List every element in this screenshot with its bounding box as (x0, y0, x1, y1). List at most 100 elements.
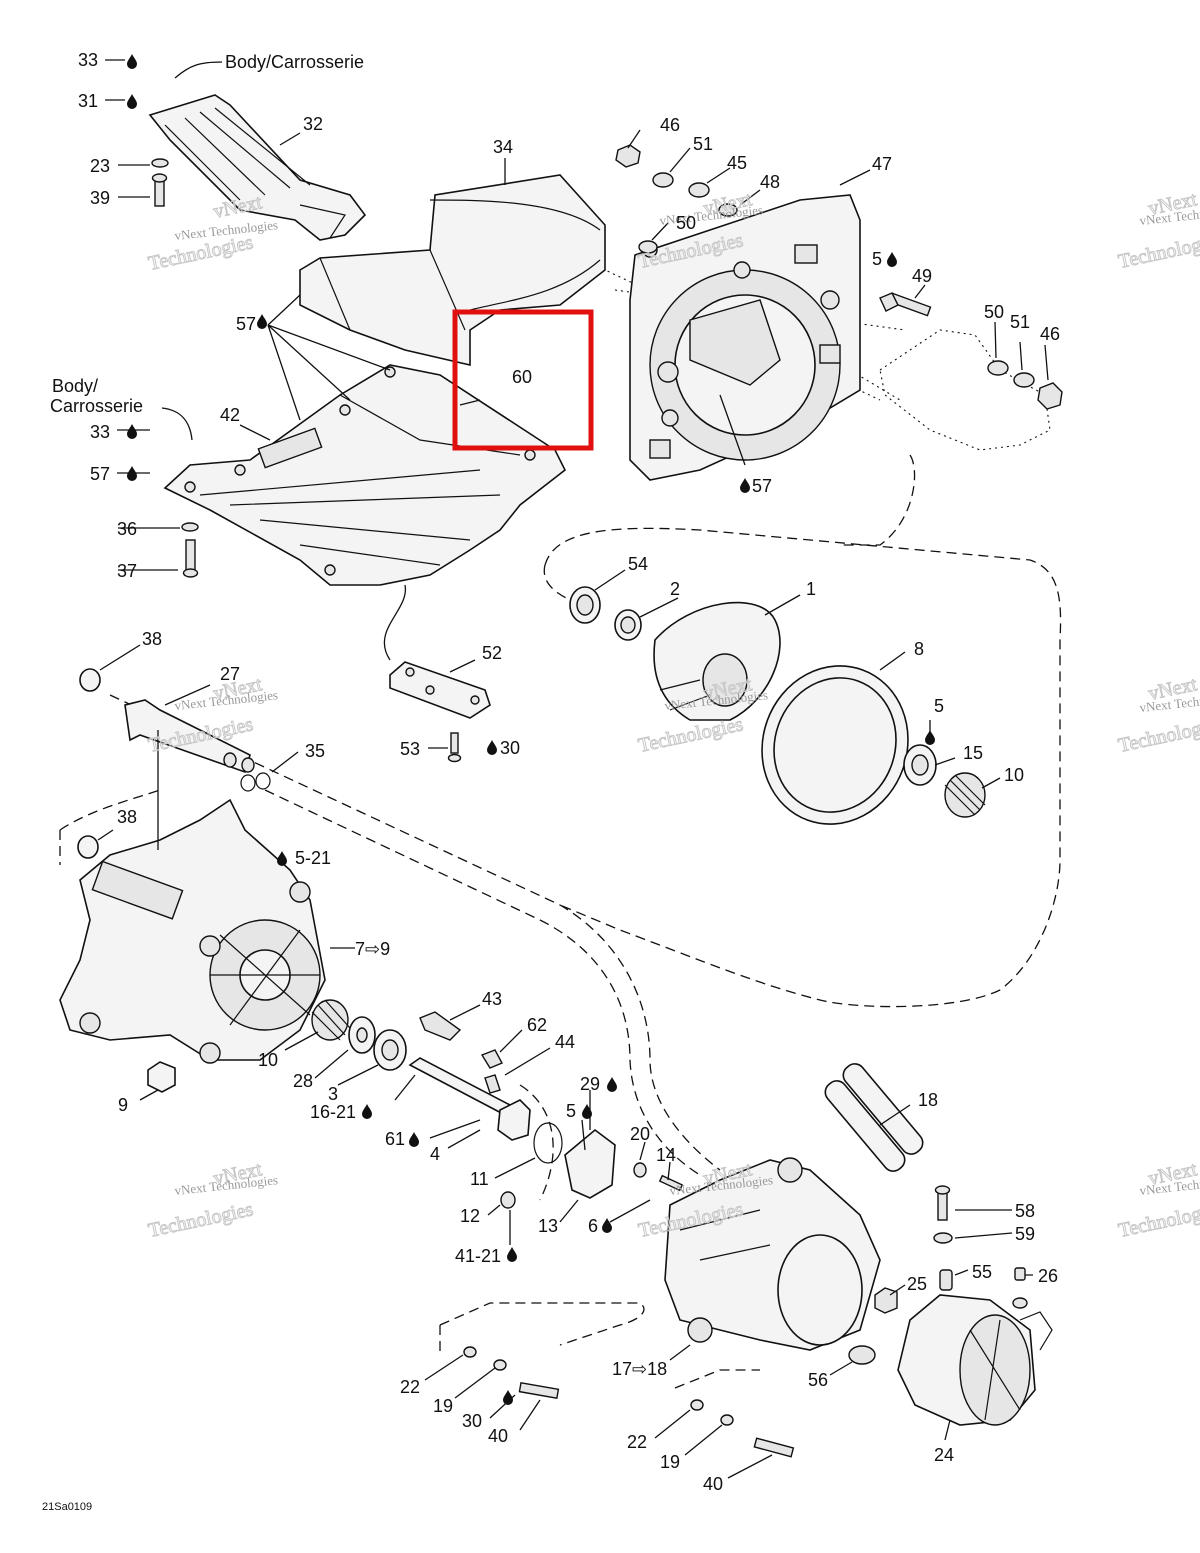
svg-text:Technologies: Technologies (1116, 229, 1200, 273)
callout-50[interactable]: 50 (984, 302, 1004, 322)
callout-33[interactable]: 33 (90, 422, 110, 442)
part-24-nozzle (897, 1294, 1053, 1426)
callout-55[interactable]: 55 (972, 1262, 992, 1282)
callout-15[interactable]: 15 (963, 743, 983, 763)
callout-48[interactable]: 48 (760, 172, 780, 192)
callout-14[interactable]: 14 (656, 1145, 676, 1165)
callout-40[interactable]: 40 (488, 1426, 508, 1446)
callout-37[interactable]: 37 (117, 561, 137, 581)
callout-52[interactable]: 52 (482, 643, 502, 663)
callout-16-21[interactable]: 16-21 (310, 1102, 356, 1122)
callout-12[interactable]: 12 (460, 1206, 480, 1226)
callout-30[interactable]: 30 (462, 1411, 482, 1431)
callout-34[interactable]: 34 (493, 137, 513, 157)
callout-39[interactable]: 39 (90, 188, 110, 208)
callout-23[interactable]: 23 (90, 156, 110, 176)
callout-46[interactable]: 46 (660, 115, 680, 135)
drop-icon (925, 730, 935, 745)
callout-44[interactable]: 44 (555, 1032, 575, 1052)
callout-10[interactable]: 10 (1004, 765, 1024, 785)
drop-icon (487, 740, 497, 755)
callout-51[interactable]: 51 (1010, 312, 1030, 332)
highlight-box-part-60[interactable] (452, 309, 594, 451)
callout-38[interactable]: 38 (142, 629, 162, 649)
callout-5[interactable]: 5 (872, 249, 882, 269)
callout-57[interactable]: 57 (236, 314, 256, 334)
drop-icon (127, 424, 137, 439)
callout-5-21[interactable]: 5-21 (295, 848, 331, 868)
callout-4[interactable]: 4 (430, 1144, 440, 1164)
lubrication-drops (127, 54, 935, 1405)
callout-60[interactable]: 60 (512, 367, 532, 387)
part-42-plate (163, 364, 567, 586)
callout-17-18[interactable]: 17⇨18 (612, 1359, 667, 1379)
callout-61[interactable]: 61 (385, 1129, 405, 1149)
callout-41-21[interactable]: 41-21 (455, 1246, 501, 1266)
drop-icon (277, 851, 287, 866)
callout-56[interactable]: 56 (808, 1370, 828, 1390)
callout-5[interactable]: 5 (934, 696, 944, 716)
callout-7-9[interactable]: 7⇨9 (355, 939, 390, 959)
body-label-mid-2: Carrosserie (50, 396, 143, 416)
callout-9[interactable]: 9 (118, 1095, 128, 1115)
callout-33[interactable]: 33 (78, 50, 98, 70)
callout-59[interactable]: 59 (1015, 1224, 1035, 1244)
callout-49[interactable]: 49 (912, 266, 932, 286)
callout-42[interactable]: 42 (220, 405, 240, 425)
callout-58[interactable]: 58 (1015, 1201, 1035, 1221)
callout-38[interactable]: 38 (117, 807, 137, 827)
callout-19[interactable]: 19 (433, 1396, 453, 1416)
callout-1[interactable]: 1 (806, 579, 816, 599)
callout-51[interactable]: 51 (693, 134, 713, 154)
callout-22[interactable]: 22 (627, 1432, 647, 1452)
callout-32[interactable]: 32 (303, 114, 323, 134)
callout-45[interactable]: 45 (727, 153, 747, 173)
part-55-grease (939, 1269, 953, 1291)
screw-53 (447, 732, 462, 763)
part-17-venturi (664, 1157, 881, 1351)
callout-27[interactable]: 27 (220, 664, 240, 684)
callout-57[interactable]: 57 (752, 476, 772, 496)
callout-54[interactable]: 54 (628, 554, 648, 574)
part-28-washer (348, 1016, 376, 1054)
svg-text:Technologies: Technologies (1116, 713, 1200, 757)
part-10-bearing-left (311, 999, 351, 1041)
callout-35[interactable]: 35 (305, 741, 325, 761)
callout-13[interactable]: 13 (538, 1216, 558, 1236)
callout-3[interactable]: 3 (328, 1084, 338, 1104)
callout-40[interactable]: 40 (703, 1474, 723, 1494)
callout-22[interactable]: 22 (400, 1377, 420, 1397)
part-35-orings (240, 772, 271, 792)
callout-11[interactable]: 11 (470, 1169, 489, 1189)
callout-50[interactable]: 50 (676, 213, 696, 233)
callout-62[interactable]: 62 (527, 1015, 547, 1035)
drop-icon (887, 252, 897, 267)
callout-24[interactable]: 24 (934, 1445, 954, 1465)
callout-31[interactable]: 31 (78, 91, 98, 111)
callout-28[interactable]: 28 (293, 1071, 313, 1091)
callout-10[interactable]: 10 (258, 1050, 278, 1070)
part-26-nipple (1012, 1267, 1028, 1309)
callout-2[interactable]: 2 (670, 579, 680, 599)
callout-47[interactable]: 47 (872, 154, 892, 174)
callout-19[interactable]: 19 (660, 1452, 680, 1472)
callout-25[interactable]: 25 (907, 1274, 927, 1294)
callout-36[interactable]: 36 (117, 519, 137, 539)
callout-18[interactable]: 18 (918, 1090, 938, 1110)
part-47-housing (629, 194, 861, 481)
callout-8[interactable]: 8 (914, 639, 924, 659)
leader-lines (97, 59, 1049, 1479)
callout-46[interactable]: 46 (1040, 324, 1060, 344)
callout-29[interactable]: 29 (580, 1074, 600, 1094)
bolts-40 (463, 1346, 795, 1458)
callout-43[interactable]: 43 (482, 989, 502, 1009)
callout-5[interactable]: 5 (566, 1101, 576, 1121)
callout-20[interactable]: 20 (630, 1124, 650, 1144)
callout-57[interactable]: 57 (90, 464, 110, 484)
callout-30[interactable]: 30 (500, 738, 520, 758)
callout-53[interactable]: 53 (400, 739, 420, 759)
callout-26[interactable]: 26 (1038, 1266, 1058, 1286)
callout-6[interactable]: 6 (588, 1216, 598, 1236)
part-15-seal (903, 744, 937, 786)
drop-icon (409, 1132, 419, 1147)
